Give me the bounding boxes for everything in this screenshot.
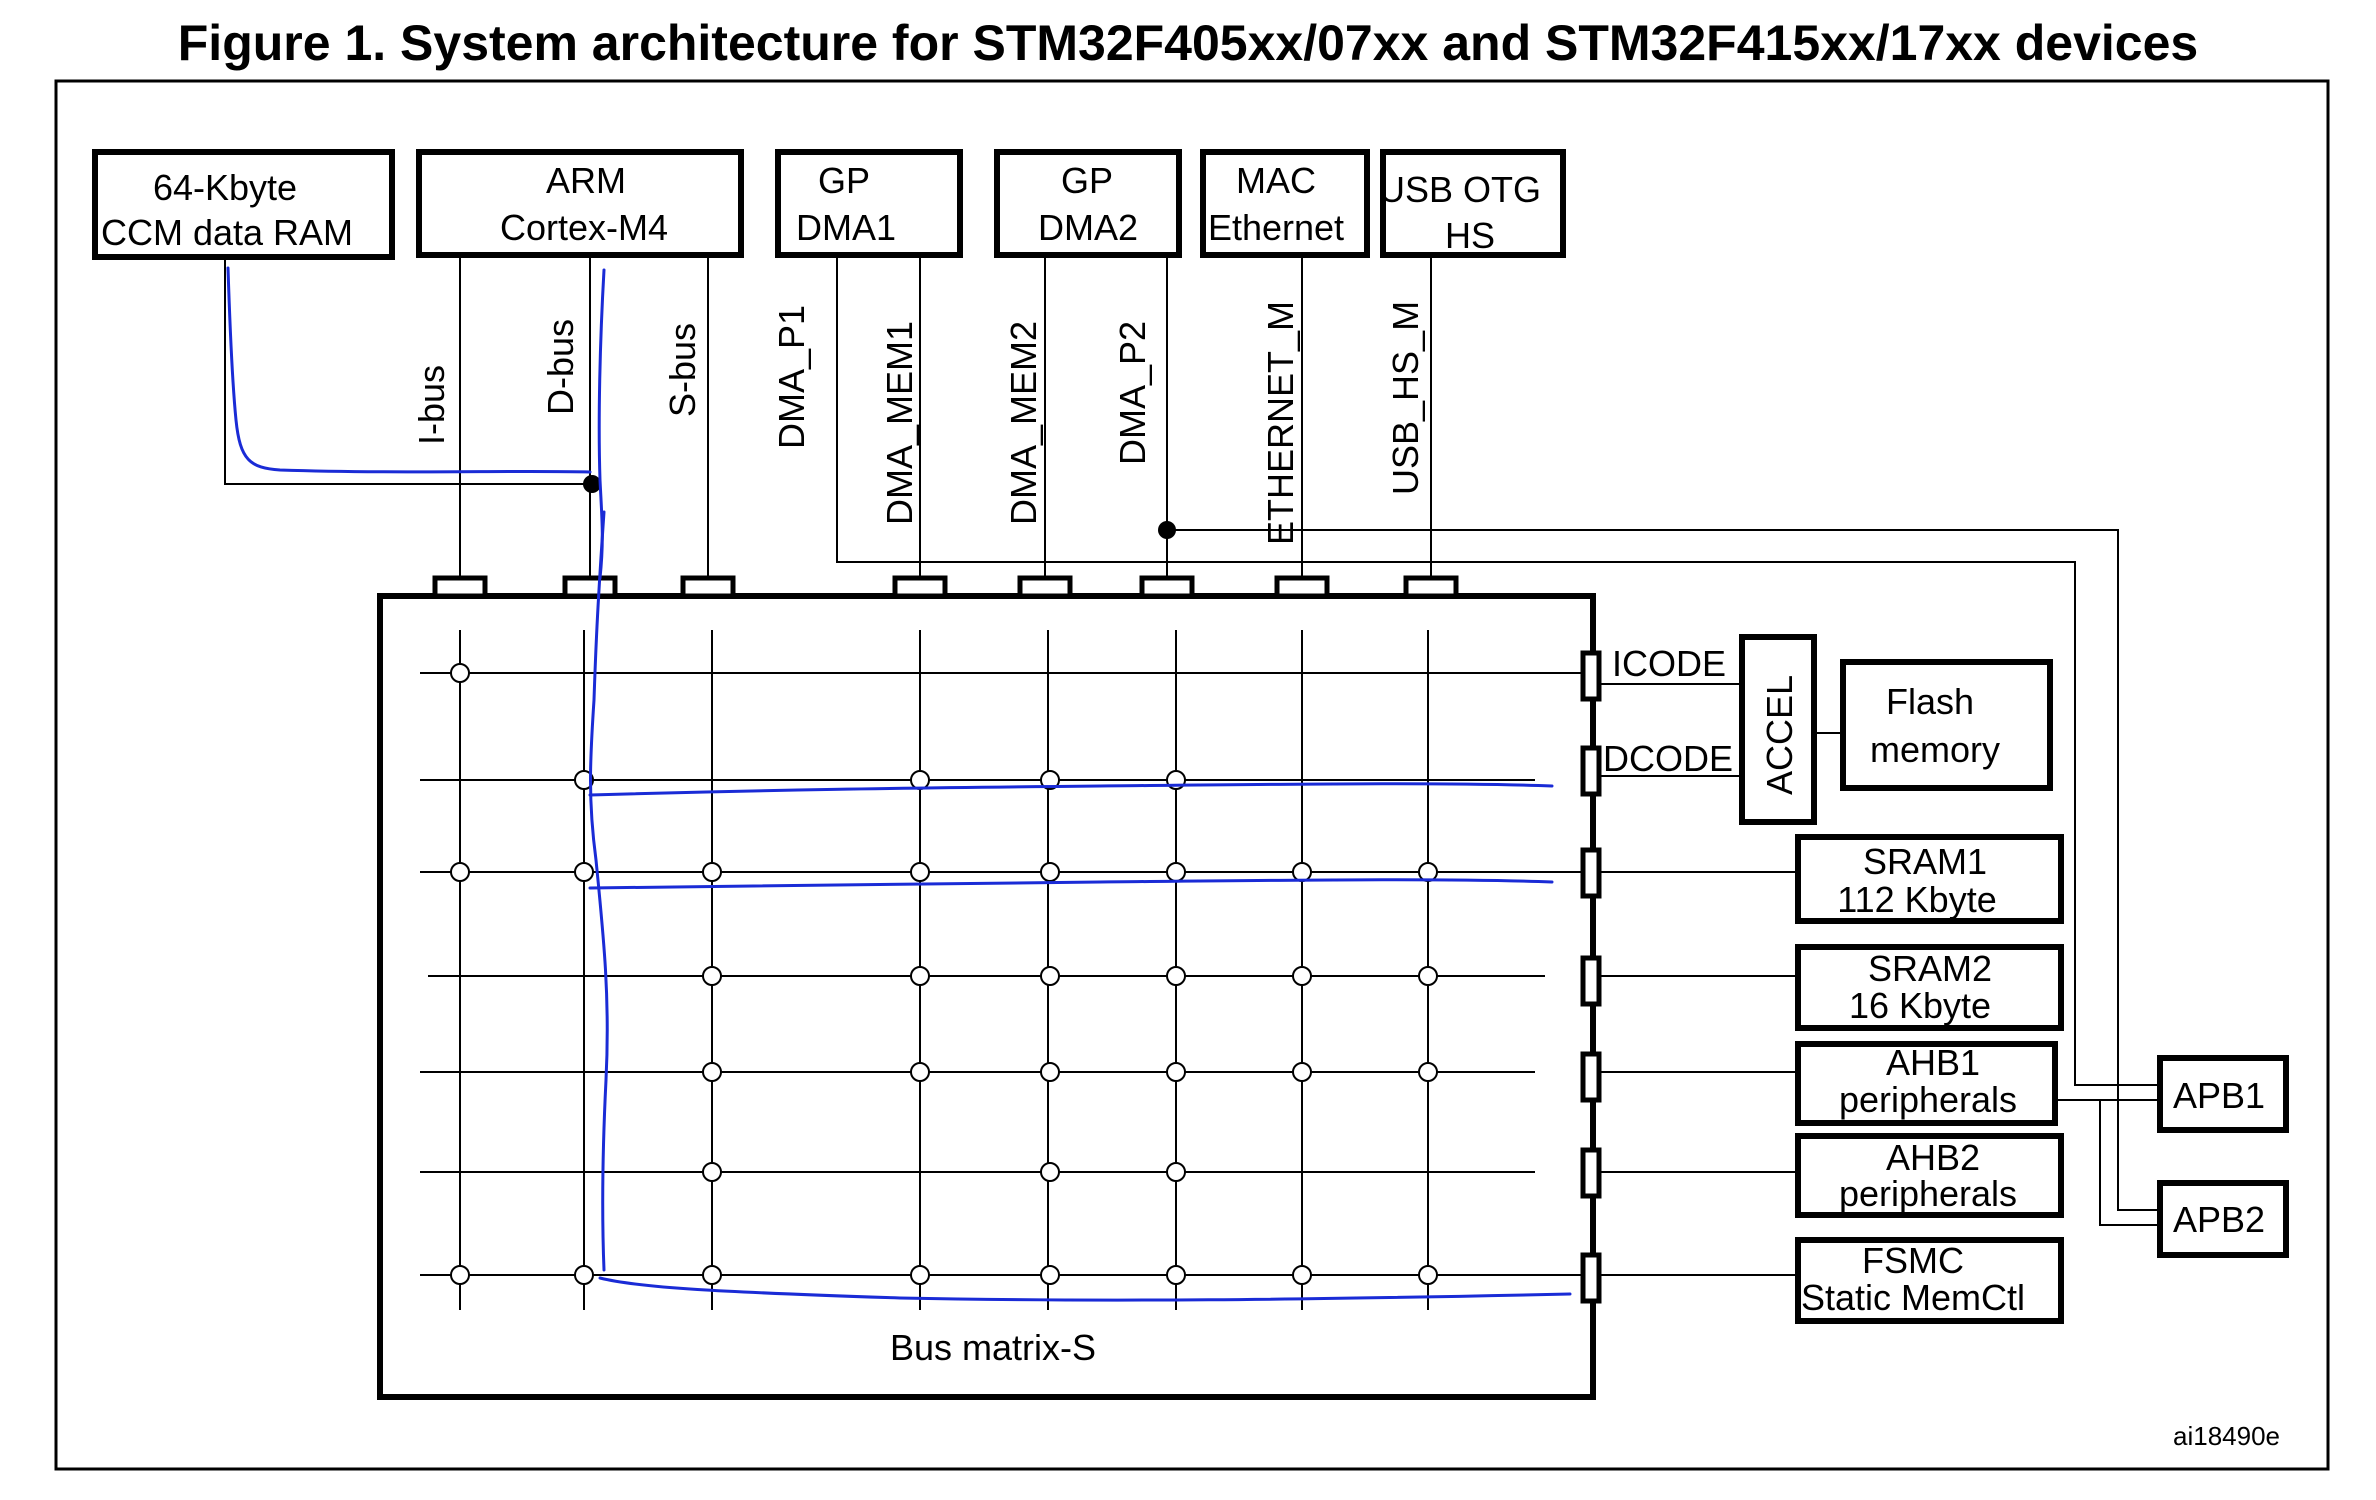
flash-line1: Flash bbox=[1886, 681, 1974, 722]
fsmc-line2: Static MemCtl bbox=[1801, 1277, 2025, 1318]
dma1-block: GP DMA1 bbox=[775, 149, 963, 258]
dma2-line1: GP bbox=[1061, 160, 1113, 201]
mac-line1: MAC bbox=[1236, 160, 1316, 201]
ccm-dbus-junction bbox=[583, 475, 601, 493]
cortex-line2: Cortex-M4 bbox=[500, 207, 668, 248]
icode-label: ICODE bbox=[1612, 643, 1726, 684]
accel-block: ACCEL bbox=[1739, 634, 1817, 825]
ibus-label: I-bus bbox=[411, 365, 452, 445]
sram2-line2: 16 Kbyte bbox=[1849, 985, 1991, 1026]
ccm-ram-block: 64-Kbyte CCM data RAM bbox=[92, 149, 395, 260]
bus-matrix-label: Bus matrix-S bbox=[890, 1327, 1096, 1368]
sram1-block: SRAM1 112 Kbyte bbox=[1795, 834, 2064, 924]
mac-line2: Ethernet bbox=[1208, 207, 1344, 248]
dma-p2-junction bbox=[1158, 521, 1176, 539]
dma-mem1-label: DMA_MEM1 bbox=[879, 321, 920, 525]
figure-id: ai18490e bbox=[2173, 1421, 2280, 1451]
figure-frame bbox=[54, 79, 2330, 1471]
accel-label: ACCEL bbox=[1759, 675, 1800, 795]
dma-mem2-label: DMA_MEM2 bbox=[1003, 321, 1044, 525]
ahb2-block: AHB2 peripherals bbox=[1795, 1133, 2064, 1218]
dma-p1-label: DMA_P1 bbox=[771, 305, 812, 449]
ahb2-line1: AHB2 bbox=[1886, 1137, 1980, 1178]
bus-lines bbox=[224, 258, 2160, 1211]
cortex-line1: ARM bbox=[546, 160, 626, 201]
ahb1-line2: peripherals bbox=[1839, 1079, 2017, 1120]
figure-title: Figure 1. System architecture for STM32F… bbox=[177, 15, 2199, 71]
fsmc-line1: FSMC bbox=[1862, 1240, 1964, 1281]
ethernet-m-label: ETHERNET_M bbox=[1260, 301, 1301, 545]
sram2-block: SRAM2 16 Kbyte bbox=[1795, 944, 2064, 1031]
usb-hs-m-label: USB_HS_M bbox=[1385, 301, 1426, 495]
dcode-label: DCODE bbox=[1603, 738, 1733, 779]
flash-block: Flash memory bbox=[1840, 659, 2053, 791]
sram2-line1: SRAM2 bbox=[1868, 948, 1992, 989]
sbus-label: S-bus bbox=[662, 323, 703, 417]
dma-p2-label: DMA_P2 bbox=[1112, 321, 1153, 465]
ahb2-line2: peripherals bbox=[1839, 1173, 2017, 1214]
apb1-block: APB1 bbox=[2157, 1055, 2289, 1133]
apb2-block: APB2 bbox=[2157, 1180, 2289, 1258]
mac-ethernet-block: MAC Ethernet bbox=[1200, 149, 1370, 258]
sram1-line2: 112 Kbyte bbox=[1837, 879, 1996, 920]
cortex-m4-block: ARM Cortex-M4 bbox=[416, 149, 744, 258]
bus-matrix: Bus matrix-S bbox=[377, 575, 1602, 1400]
fsmc-block: FSMC Static MemCtl bbox=[1795, 1237, 2064, 1324]
apb1-label: APB1 bbox=[2173, 1075, 2265, 1116]
ccm-ram-line1: 64-Kbyte bbox=[153, 167, 297, 208]
flash-line2: memory bbox=[1870, 729, 2000, 770]
ahb1-line1: AHB1 bbox=[1886, 1042, 1980, 1083]
ccm-ram-line2: CCM data RAM bbox=[101, 212, 353, 253]
dma2-line2: DMA2 bbox=[1038, 207, 1138, 248]
dma2-block: GP DMA2 bbox=[994, 149, 1182, 258]
ahb1-block: AHB1 peripherals bbox=[1795, 1041, 2058, 1126]
apb2-label: APB2 bbox=[2173, 1199, 2265, 1240]
usb-otg-block: USB OTG HS bbox=[1379, 149, 1566, 258]
sram1-line1: SRAM1 bbox=[1863, 841, 1987, 882]
dma1-line1: GP bbox=[818, 160, 870, 201]
dma1-line2: DMA1 bbox=[796, 207, 896, 248]
dbus-label: D-bus bbox=[540, 319, 581, 415]
usb-line1: USB OTG bbox=[1379, 169, 1541, 210]
slave-lines bbox=[1599, 683, 2160, 1276]
usb-line2: HS bbox=[1445, 215, 1495, 256]
annotation-path bbox=[226, 266, 1572, 1302]
